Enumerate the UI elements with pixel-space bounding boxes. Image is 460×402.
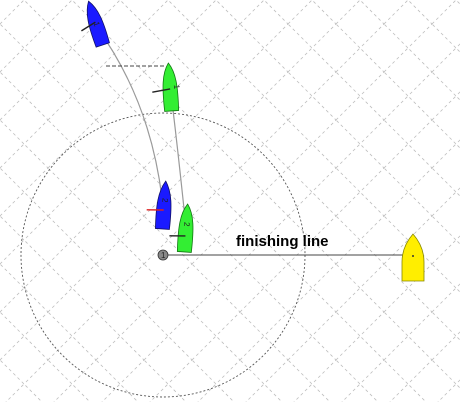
sailboat-blue-icon bbox=[155, 180, 172, 230]
mark: 1 bbox=[157, 249, 169, 261]
boom-line bbox=[81, 21, 96, 32]
blue-boat-current: 2 bbox=[146, 180, 172, 230]
green-boat-past: 1 bbox=[152, 62, 181, 112]
blue-boat-past-number: 1 bbox=[92, 21, 102, 29]
committee-boat-center bbox=[412, 255, 414, 257]
mark-number: 1 bbox=[161, 251, 166, 260]
blue-boat-past: 1 bbox=[81, 0, 110, 48]
green-boat-current: 2 bbox=[169, 203, 194, 253]
boom-line bbox=[146, 209, 164, 211]
finishing-line-label: finishing line bbox=[236, 233, 329, 250]
mark-buoy-icon bbox=[157, 249, 169, 261]
blue-boat-track bbox=[95, 25, 163, 199]
green-boat-current-number: 2 bbox=[182, 222, 191, 228]
committee-boat-icon bbox=[401, 233, 425, 282]
committee-boat bbox=[401, 233, 425, 282]
sailboat-green-icon bbox=[162, 62, 180, 112]
sailboat-green-icon bbox=[176, 203, 194, 253]
boom-line bbox=[169, 235, 186, 237]
boom-line bbox=[152, 88, 171, 93]
green-boat-past-number: 1 bbox=[172, 84, 181, 90]
sailboat-blue-icon bbox=[86, 0, 110, 48]
blue-boat-current-number: 2 bbox=[160, 198, 169, 204]
